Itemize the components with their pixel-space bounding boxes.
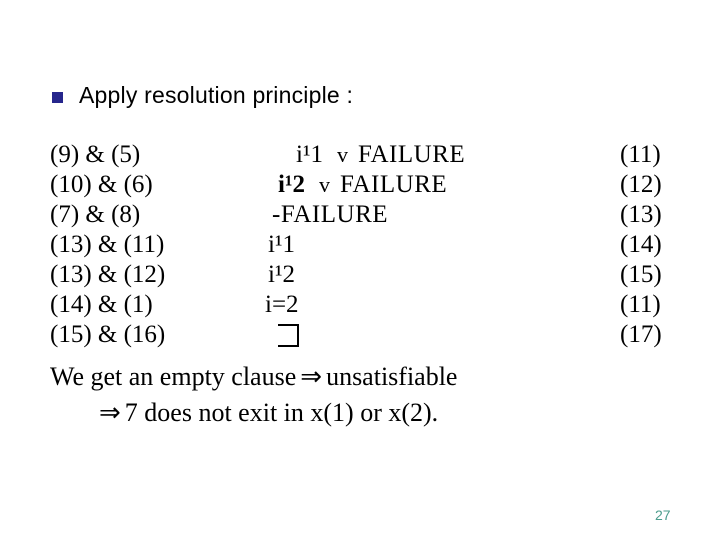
row-premises: (13) & (12)	[50, 261, 166, 288]
table-row: (10) & (6) i¹2 v FAILURE (12)	[50, 171, 690, 201]
table-row: (9) & (5) i¹1 v FAILURE (11)	[50, 141, 690, 171]
result-left-literal: -FAILURE	[272, 201, 389, 228]
row-reference: (15)	[620, 261, 662, 288]
result-left-literal: i¹2	[268, 261, 295, 288]
row-reference: (14)	[620, 231, 662, 258]
row-result: i¹2 v FAILURE	[278, 171, 447, 199]
row-reference: (11)	[620, 141, 661, 168]
row-premises: (13) & (11)	[50, 231, 165, 258]
table-row: (14) & (1) i=2 (11)	[50, 291, 690, 321]
result-right-literal: FAILURE	[339, 171, 448, 198]
table-row: (13) & (11) i¹1 (14)	[50, 231, 690, 261]
row-result	[278, 321, 299, 351]
conclusion-line-1: We get an empty clause⇒unsatisfiable	[50, 362, 457, 398]
row-reference: (12)	[620, 171, 662, 198]
row-reference: (13)	[620, 201, 662, 228]
table-row: (7) & (8) -FAILURE (13)	[50, 201, 690, 231]
conclusion-line-1-tail: unsatisfiable	[326, 362, 458, 391]
result-right-literal: FAILURE	[357, 141, 466, 168]
result-left-literal: i=2	[265, 291, 299, 318]
row-result: i¹2	[268, 261, 295, 289]
page-number: 27	[655, 507, 671, 523]
row-result: i¹1	[268, 231, 295, 259]
row-premises: (10) & (6)	[50, 171, 153, 198]
row-premises: (9) & (5)	[50, 141, 141, 168]
result-left-literal: i¹1	[268, 231, 295, 258]
row-premises: (7) & (8)	[50, 201, 141, 228]
empty-clause-box-icon	[278, 324, 299, 347]
conclusion-line-2-text: 7 does not exit in x(1) or x(2).	[124, 398, 439, 427]
result-left-literal: i¹1	[296, 141, 323, 168]
implies-arrow-icon: ⇒	[300, 362, 323, 391]
result-connective: v	[318, 172, 330, 197]
result-connective: v	[336, 142, 348, 167]
row-reference: (11)	[620, 291, 661, 318]
table-row: (13) & (12) i¹2 (15)	[50, 261, 690, 291]
table-row: (15) & (16) (17)	[50, 321, 690, 351]
conclusion-line-2: ⇒7 does not exit in x(1) or x(2).	[50, 398, 457, 434]
conclusion-block: We get an empty clause⇒unsatisfiable ⇒7 …	[50, 362, 457, 434]
implies-arrow-icon: ⇒	[99, 398, 121, 427]
bullet-square-icon	[52, 92, 63, 103]
row-premises: (14) & (1)	[50, 291, 153, 318]
row-result: i¹1 v FAILURE	[296, 141, 465, 169]
row-result: -FAILURE	[272, 201, 388, 229]
slide-title: Apply resolution principle :	[52, 82, 353, 109]
conclusion-line-1-text: We get an empty clause	[50, 362, 297, 391]
row-reference: (17)	[620, 321, 662, 348]
slide-title-text: Apply resolution principle :	[79, 82, 354, 108]
result-left-literal: i¹2	[278, 171, 305, 198]
row-result: i=2	[265, 291, 299, 319]
row-premises: (15) & (16)	[50, 321, 166, 348]
